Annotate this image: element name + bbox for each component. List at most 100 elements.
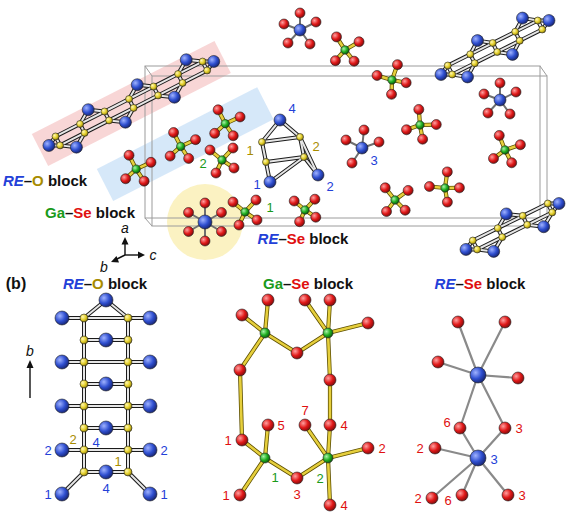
se-atom — [341, 135, 351, 145]
site-number: 6 — [444, 494, 451, 507]
cell-edge — [145, 66, 152, 76]
atoms — [43, 8, 565, 511]
bond-outlines — [49, 13, 559, 505]
se-atom — [347, 158, 357, 168]
se-atom — [432, 356, 444, 368]
re-atom — [82, 104, 94, 116]
se-atom — [442, 167, 452, 177]
axis-label: b — [26, 344, 34, 358]
o-atom — [124, 336, 132, 344]
axis-label: c — [150, 248, 157, 262]
title-part: RE — [3, 172, 24, 189]
axis-arrowhead — [27, 360, 34, 368]
re-atom — [143, 443, 157, 457]
ga-atom — [323, 328, 333, 338]
re-atom — [168, 91, 180, 103]
o-atom — [77, 120, 84, 127]
se-atom — [324, 499, 336, 511]
title-part: block — [92, 204, 135, 221]
ga-atom — [391, 196, 399, 204]
bond — [85, 120, 110, 132]
block-title: RE–O block — [63, 276, 147, 291]
se-atom — [400, 205, 410, 215]
site-number: 4 — [288, 102, 295, 115]
re-atom — [43, 139, 55, 151]
title-part: Ga — [263, 275, 283, 292]
se-atom — [165, 151, 175, 161]
bond — [56, 124, 81, 136]
o-atom — [534, 17, 541, 24]
title-part: Se — [73, 204, 91, 221]
ga-atom — [323, 453, 333, 463]
bond — [240, 333, 265, 370]
axis-line — [124, 244, 125, 255]
o-atom — [444, 62, 451, 69]
bond — [328, 458, 330, 505]
site-number: 1 — [160, 488, 167, 501]
bond — [154, 74, 179, 86]
se-atom — [234, 489, 246, 501]
bond — [62, 448, 150, 452]
re-atom — [131, 79, 143, 91]
se-atom — [200, 236, 210, 246]
se-atom — [262, 294, 274, 306]
o-atom — [449, 71, 456, 78]
re-atom — [462, 71, 474, 83]
block-title: RE–Se block — [258, 231, 349, 246]
se-atom — [362, 317, 374, 329]
bond — [183, 70, 208, 82]
bond — [270, 157, 304, 182]
re-atom — [494, 94, 506, 106]
site-number: 2 — [199, 157, 206, 170]
o-atom — [124, 468, 132, 476]
se-atom — [499, 316, 511, 328]
site-number: 4 — [92, 436, 99, 449]
bond — [328, 333, 330, 380]
re-atom — [55, 487, 69, 501]
se-atom — [205, 145, 215, 155]
se-atom — [305, 39, 315, 49]
re-atom — [55, 311, 69, 325]
se-atom — [184, 153, 194, 163]
bond — [62, 360, 150, 364]
title-part: – — [455, 275, 463, 292]
o-atom — [512, 28, 519, 35]
site-number: 7 — [301, 404, 308, 417]
o-atom — [471, 60, 478, 67]
se-atom — [310, 194, 320, 204]
se-atom — [511, 87, 521, 97]
bonds — [49, 13, 559, 505]
bond — [240, 370, 242, 440]
se-atom — [213, 105, 223, 115]
se-atom — [489, 154, 499, 164]
site-number: 3 — [518, 489, 525, 502]
re-atom — [435, 68, 447, 80]
se-atom — [505, 109, 515, 119]
axis-label: a — [121, 221, 129, 235]
axis-arrowhead — [122, 237, 129, 245]
bond — [62, 316, 150, 320]
bond — [523, 204, 548, 216]
re-atom — [143, 399, 157, 413]
o-atom — [494, 225, 501, 232]
re-atom — [143, 355, 157, 369]
block-title: Ga–Se block — [263, 276, 353, 291]
o-atom — [155, 92, 162, 99]
re-atom — [471, 35, 483, 47]
bond — [105, 99, 130, 111]
ga-atom — [341, 46, 349, 54]
site-number: 1 — [253, 178, 260, 191]
site-number: 4 — [340, 419, 347, 432]
se-atom — [324, 419, 336, 431]
o-atom — [524, 221, 531, 228]
se-atom — [139, 176, 149, 186]
se-atom — [515, 140, 525, 150]
re-atom — [312, 169, 324, 181]
re-atom — [55, 355, 69, 369]
se-atom — [359, 125, 369, 135]
bond — [473, 228, 498, 240]
o-atom — [124, 446, 132, 454]
axes — [27, 237, 146, 398]
re-se-region — [167, 184, 243, 260]
